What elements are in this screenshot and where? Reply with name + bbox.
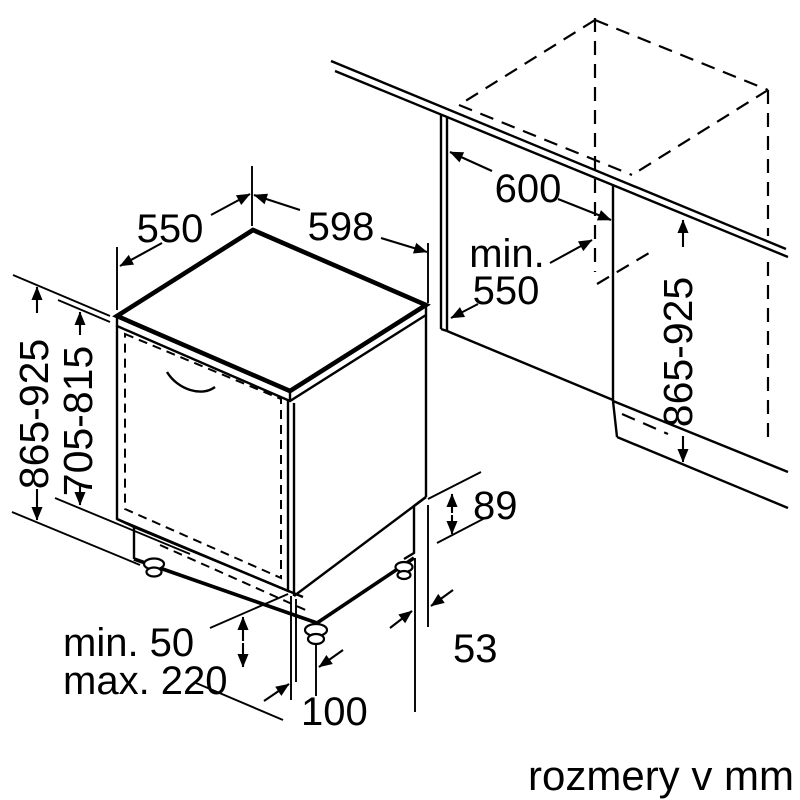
worktop-bottom-edge <box>334 69 789 259</box>
dim-arrow <box>549 239 593 264</box>
dim-extension-lines <box>11 274 141 566</box>
worktop-top-edge <box>330 59 787 251</box>
dim-front-foot-offset: 100 <box>263 596 368 734</box>
dim-top-depth: 550 <box>116 166 253 310</box>
dim-extension-lines <box>290 596 317 700</box>
dim-arrow <box>449 151 493 172</box>
side-bottom-edge <box>293 496 427 597</box>
base-dashed-line <box>159 544 311 613</box>
dim-top-width: 598 <box>253 193 429 303</box>
dim-niche-width: 600 <box>449 151 612 221</box>
niche-floor-edge <box>446 329 614 402</box>
rear-foot-base <box>396 569 412 581</box>
dim-label-niche-depth-min: min. <box>469 232 545 276</box>
base-bottom-edges <box>133 556 416 625</box>
dim-arrow <box>557 198 612 221</box>
adjustable-feet <box>142 557 414 646</box>
niche-dashed-outline <box>458 18 770 437</box>
front-right-foot-base <box>306 632 326 646</box>
worktop <box>330 59 789 259</box>
dim-appliance-height: 865-925 <box>11 274 141 566</box>
dim-label-niche-height: 865-925 <box>655 277 701 427</box>
dim-label-top-depth: 550 <box>137 207 204 251</box>
dim-rear-foot-height: 89 <box>427 471 518 544</box>
dim-label-plinth-min: min. 50 <box>63 621 194 665</box>
niche-bottom-edges <box>596 252 669 436</box>
dim-extension-lines <box>427 471 486 544</box>
dim-rear-foot-offset: 53 <box>389 505 498 712</box>
niche-vertical-edges <box>593 18 770 437</box>
drawing-caption: rozmery v mm <box>528 752 794 799</box>
dim-plinth-range: min. 50 max. 220 <box>63 593 289 721</box>
dim-arrow <box>253 193 301 211</box>
dim-label-rear-foot-offset: 53 <box>453 627 498 671</box>
niche-top-edges <box>458 18 769 177</box>
dishwasher <box>112 227 431 646</box>
rear-foot-notch <box>403 496 427 561</box>
dim-arrow <box>380 236 428 254</box>
dim-arrow <box>119 242 163 267</box>
dishwasher-top-face <box>112 227 431 394</box>
dim-label-niche-width: 600 <box>495 167 562 211</box>
dim-extension-lines <box>414 505 429 712</box>
dim-arrow <box>210 193 251 216</box>
dim-niche-depth: min. 550 <box>450 232 593 319</box>
base-frame <box>116 517 304 599</box>
door-panel-dashed-inset <box>124 332 282 580</box>
dim-label-top-width: 598 <box>308 205 375 249</box>
right-plinth <box>611 399 789 510</box>
plinth-outline <box>611 399 789 510</box>
dim-arrow <box>450 303 479 319</box>
dishwasher-top-rim <box>115 305 428 403</box>
dim-arrow <box>389 610 413 629</box>
dim-arrow <box>263 683 290 702</box>
dim-extension-lines <box>54 299 191 555</box>
dim-niche-height: 865-925 <box>655 219 701 463</box>
niche-side-panel <box>439 114 615 402</box>
dim-label-door-panel-height: 705-815 <box>55 346 101 496</box>
dim-label-rear-foot-height: 89 <box>473 484 518 528</box>
dim-label-appliance-height: 865-925 <box>11 339 57 489</box>
dim-arrow <box>430 589 454 607</box>
door-handle <box>165 371 216 393</box>
dim-label-plinth-max: max. 220 <box>63 659 228 703</box>
dim-arrow <box>318 649 344 668</box>
front-left-foot-base <box>145 566 163 578</box>
dim-label-niche-depth-value: 550 <box>473 269 540 313</box>
side-panel-front-edges <box>439 114 449 333</box>
dim-label-front-foot-offset: 100 <box>301 690 368 734</box>
dim-extension-lines <box>116 166 253 310</box>
dim-door-panel-height: 705-815 <box>54 299 191 555</box>
dim-reference-lines <box>195 593 289 721</box>
